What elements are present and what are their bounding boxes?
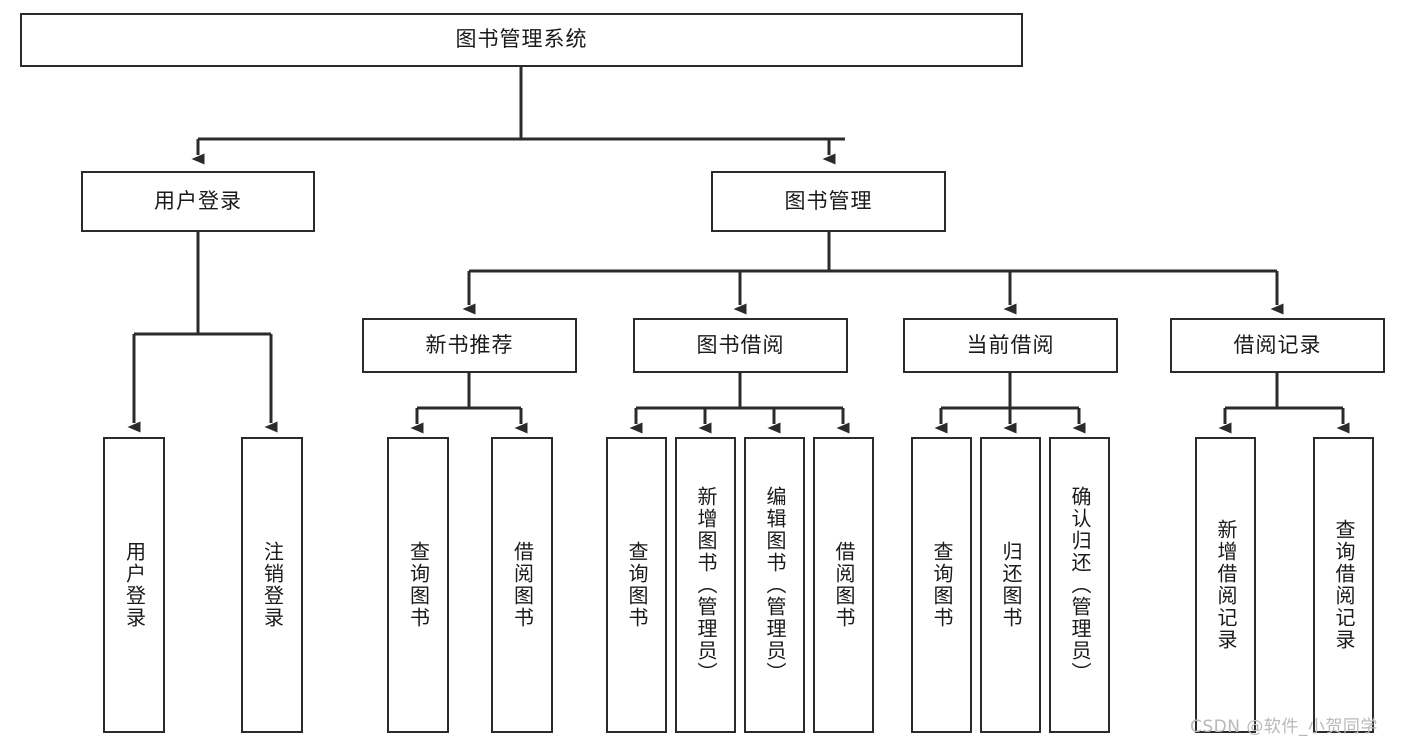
node-book-manage[interactable]: 图书管理 <box>711 171 946 232</box>
node-leaf-logout-label: 注销登录 <box>260 541 285 629</box>
node-leaf-borrow-book-2[interactable]: 借阅图书 <box>813 437 874 733</box>
node-leaf-user-login-label: 用户登录 <box>122 541 147 629</box>
node-leaf-add-record-label: 新增借阅记录 <box>1214 519 1238 651</box>
node-leaf-return-book[interactable]: 归还图书 <box>980 437 1041 733</box>
node-new-book-rec-label: 新书推荐 <box>425 332 514 357</box>
node-leaf-edit-book-label: 编辑图书（管理员） <box>763 486 787 684</box>
node-leaf-query-book-1-label: 查询图书 <box>406 541 431 629</box>
node-leaf-add-record[interactable]: 新增借阅记录 <box>1195 437 1256 733</box>
node-leaf-query-book-3[interactable]: 查询图书 <box>911 437 972 733</box>
node-leaf-borrow-book-1-label: 借阅图书 <box>510 541 535 629</box>
node-root[interactable]: 图书管理系统 <box>20 13 1023 67</box>
node-leaf-confirm-return-label: 确认归还（管理员） <box>1068 486 1092 684</box>
node-current-borrow-label: 当前借阅 <box>966 332 1055 357</box>
node-leaf-query-book-2-label: 查询图书 <box>625 541 649 629</box>
node-leaf-query-record[interactable]: 查询借阅记录 <box>1313 437 1374 733</box>
node-leaf-logout[interactable]: 注销登录 <box>241 437 303 733</box>
node-book-borrow[interactable]: 图书借阅 <box>633 318 848 373</box>
node-leaf-query-book-2[interactable]: 查询图书 <box>606 437 667 733</box>
node-leaf-user-login[interactable]: 用户登录 <box>103 437 165 733</box>
node-leaf-borrow-book-2-label: 借阅图书 <box>832 541 856 629</box>
node-leaf-edit-book[interactable]: 编辑图书（管理员） <box>744 437 805 733</box>
node-user-login-label: 用户登录 <box>154 188 242 213</box>
node-new-book-rec[interactable]: 新书推荐 <box>362 318 577 373</box>
node-leaf-add-book[interactable]: 新增图书（管理员） <box>675 437 736 733</box>
node-leaf-confirm-return[interactable]: 确认归还（管理员） <box>1049 437 1110 733</box>
node-book-borrow-label: 图书借阅 <box>696 332 785 357</box>
node-borrow-record[interactable]: 借阅记录 <box>1170 318 1385 373</box>
node-leaf-query-book-1[interactable]: 查询图书 <box>387 437 449 733</box>
node-leaf-query-book-3-label: 查询图书 <box>930 541 954 629</box>
node-root-label: 图书管理系统 <box>455 27 588 52</box>
node-book-manage-label: 图书管理 <box>784 188 873 213</box>
node-leaf-query-record-label: 查询借阅记录 <box>1332 519 1356 651</box>
node-leaf-borrow-book-1[interactable]: 借阅图书 <box>491 437 553 733</box>
node-leaf-return-book-label: 归还图书 <box>999 541 1023 629</box>
node-current-borrow[interactable]: 当前借阅 <box>903 318 1118 373</box>
csdn-watermark: CSDN @软件_小贺同学 <box>1190 717 1378 737</box>
node-borrow-record-label: 借阅记录 <box>1233 332 1322 357</box>
node-user-login[interactable]: 用户登录 <box>81 171 315 232</box>
node-leaf-add-book-label: 新增图书（管理员） <box>694 486 718 684</box>
